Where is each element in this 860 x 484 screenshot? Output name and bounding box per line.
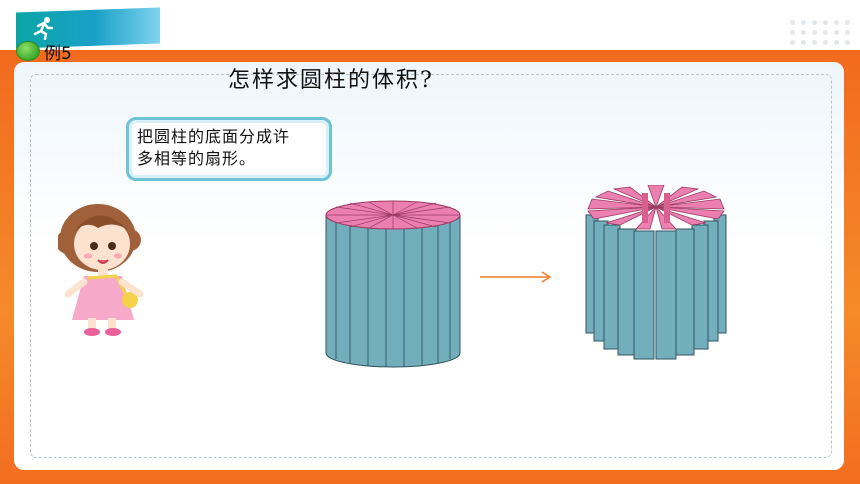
speech-bubble-line2: 多相等的扇形。 bbox=[137, 149, 257, 168]
decorative-dots bbox=[790, 20, 850, 50]
arrow-icon bbox=[480, 271, 552, 283]
cylinder-sectors bbox=[585, 185, 727, 360]
cylinder-divided bbox=[325, 200, 461, 368]
example-label-text: 例5 bbox=[44, 43, 72, 64]
example-label: 例5 bbox=[16, 38, 72, 64]
runner-icon bbox=[33, 17, 54, 40]
green-bullet-icon bbox=[16, 41, 40, 61]
question-title: 怎样求圆柱的体积? bbox=[228, 68, 434, 93]
dashed-border bbox=[30, 74, 832, 458]
speech-bubble-line1: 把圆柱的底面分成许 bbox=[137, 127, 291, 146]
speech-bubble: 把圆柱的底面分成许 多相等的扇形。 bbox=[126, 117, 332, 181]
girl-illustration bbox=[58, 204, 144, 336]
